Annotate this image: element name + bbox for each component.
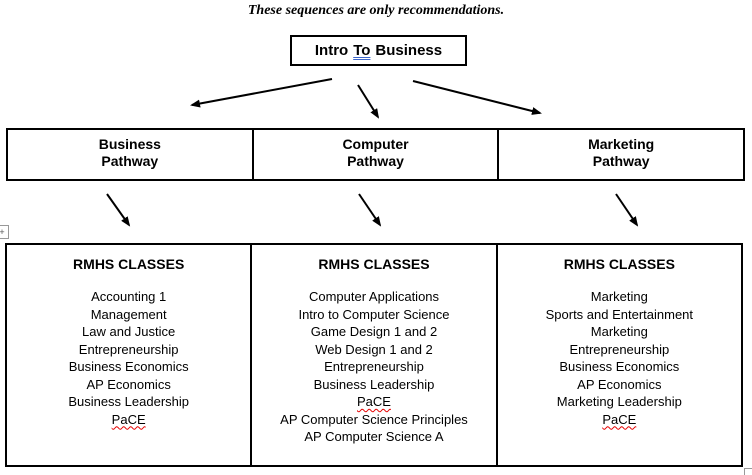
computer-classes-list: Computer Applications Intro to Computer … [252, 288, 495, 446]
arrow-intro-to-business-pathway [190, 78, 333, 108]
business-classes-list: Accounting 1 Management Law and Justice … [7, 288, 250, 428]
course-item: AP Economics [577, 376, 662, 392]
arrow-marketing-to-classes [615, 193, 639, 227]
course-item: Business Economics [68, 359, 189, 374]
table-move-handle-icon[interactable]: + [0, 225, 9, 239]
course-item-pace: PaCE [7, 411, 250, 429]
rmhs-classes-table: RMHS CLASSES Accounting 1 Management Law… [5, 243, 743, 467]
spellcheck-underline: PaCE [357, 394, 391, 409]
course-item: Sports and Entertainment [545, 306, 694, 322]
intro-word-1: Intro [314, 42, 349, 59]
course-item: Entrepreneurship [78, 341, 179, 357]
course-item: AP Computer Science Principles [280, 411, 468, 427]
pathway-label-line: Business [98, 136, 161, 152]
cell-marketing-classes[interactable]: RMHS CLASSES Marketing Sports and Entert… [495, 245, 741, 465]
classes-heading: RMHS CLASSES [73, 256, 185, 272]
course-item-pace: PaCE [252, 393, 495, 411]
intro-to-business-box[interactable]: Intro To Business [290, 35, 467, 66]
course-item: Marketing [590, 289, 648, 304]
marketing-classes-list: Marketing Sports and Entertainment Marke… [498, 288, 741, 428]
pathway-label-line: Pathway [347, 153, 404, 169]
cell-computer-classes[interactable]: RMHS CLASSES Computer Applications Intro… [250, 245, 495, 465]
pathway-label-line: Computer [342, 136, 409, 152]
cell-business-pathway[interactable]: Business Pathway [8, 130, 252, 179]
course-item: AP Computer Science A [304, 429, 444, 444]
classes-heading: RMHS CLASSES [318, 256, 430, 272]
course-item: Intro to Computer Science [298, 306, 450, 322]
plus-icon: + [0, 226, 5, 237]
cell-marketing-pathway[interactable]: Marketing Pathway [497, 130, 743, 179]
course-item: Business Leadership [313, 376, 435, 392]
course-item: Accounting 1 [91, 289, 167, 304]
cell-business-classes[interactable]: RMHS CLASSES Accounting 1 Management Law… [7, 245, 250, 465]
arrow-intro-to-marketing-pathway [412, 80, 542, 115]
arrow-business-to-classes [106, 193, 131, 227]
intro-word-2-grammar-underline: To [353, 42, 371, 59]
pathway-label-line: Pathway [101, 153, 159, 169]
course-item: Management [90, 306, 167, 322]
cell-computer-pathway[interactable]: Computer Pathway [251, 130, 498, 179]
pathway-label-line: Marketing [588, 136, 655, 152]
intro-word-3: Business [375, 42, 443, 59]
course-item: Marketing Leadership [556, 394, 682, 409]
course-item: Marketing [590, 324, 648, 339]
arrow-intro-to-computer-pathway [357, 84, 380, 119]
course-item-pace: PaCE [498, 411, 741, 429]
course-item: Web Design 1 and 2 [315, 341, 433, 357]
pathway-label-line: Pathway [592, 153, 650, 169]
course-item: Business Leadership [68, 394, 190, 409]
course-item: Computer Applications [308, 289, 440, 304]
course-item: AP Economics [86, 376, 171, 392]
course-item: Law and Justice [82, 324, 176, 339]
course-item: Business Economics [559, 359, 680, 374]
spellcheck-underline: PaCE [111, 411, 146, 427]
course-item: Entrepreneurship [324, 359, 424, 374]
classes-heading: RMHS CLASSES [563, 256, 675, 272]
course-item: Entrepreneurship [569, 341, 670, 357]
table-resize-handle-icon[interactable] [744, 468, 752, 475]
spellcheck-underline: PaCE [602, 411, 637, 427]
pathway-header-table: Business Pathway Computer Pathway Market… [6, 128, 745, 181]
arrow-computer-to-classes [358, 193, 382, 227]
recommendation-note: These sequences are only recommendations… [247, 3, 505, 18]
course-item: Game Design 1 and 2 [310, 324, 438, 339]
